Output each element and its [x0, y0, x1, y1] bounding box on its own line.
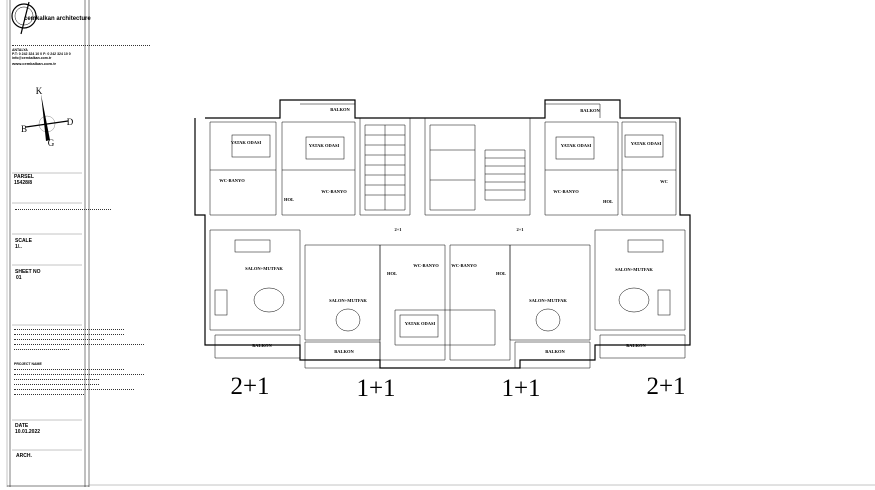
sheet-value: 01: [16, 275, 22, 281]
dotted-line: [14, 369, 124, 371]
room-label: YATAK ODASI: [561, 143, 592, 148]
compass-north-label: K: [36, 86, 43, 96]
scale-value: 1/..: [15, 244, 22, 250]
compass-south-label: G: [48, 138, 55, 148]
room-label: SALON+MUTFAK: [245, 266, 283, 271]
room-label: HOL: [496, 271, 506, 276]
compass-west-label: B: [21, 124, 27, 134]
building-walls: [194, 99, 691, 369]
room-label: BALKON: [545, 349, 565, 354]
sheet-label: SHEET NO: [15, 269, 41, 275]
compass-east-label: D: [67, 117, 74, 127]
room-label: YATAK ODASI: [631, 141, 662, 146]
room-label: HOL: [387, 271, 397, 276]
room-label: WC-BANYO: [553, 189, 579, 194]
dotted-line: [15, 209, 111, 211]
firm-name: cemkalkan architecture: [24, 16, 91, 22]
dotted-line: [14, 344, 144, 346]
room-label: HOL: [603, 199, 613, 204]
room-label: WC-BANYO: [321, 189, 347, 194]
dotted-line: [14, 339, 104, 341]
room-label: WC-BANYO: [413, 263, 439, 268]
dotted-line: [14, 334, 124, 336]
room-label: BALKON: [330, 107, 350, 112]
room-label: YATAK ODASI: [309, 143, 340, 148]
room-label: HOL: [284, 197, 294, 202]
room-label: WC-BANYO: [451, 263, 477, 268]
unit-type-label: 2+1: [646, 373, 685, 400]
contact-line: ANTALYA: [12, 48, 28, 52]
room-label: WC: [660, 179, 668, 184]
unit-type-label: 2+1: [230, 373, 269, 400]
parcel-value: 15428/8: [14, 180, 33, 186]
contact-line: info@cemkalkan.com.tr: [12, 56, 52, 60]
room-label: SALON+MUTFAK: [615, 267, 653, 272]
parcel-label: PARSEL: [14, 174, 34, 180]
room-label: BALKON: [334, 349, 354, 354]
dotted-line: [14, 374, 144, 376]
room-label: SALON+MUTFAK: [529, 298, 567, 303]
dotted-line: [14, 389, 134, 391]
room-label: BALKON: [580, 108, 600, 113]
dotted-line: [14, 384, 99, 386]
dotted-line: [14, 394, 84, 396]
website: www.cemkalkan.com.tr: [12, 61, 57, 66]
room-label: SALON+MUTFAK: [329, 298, 367, 303]
stair-tag: 2+1: [394, 227, 402, 232]
firm-logo: [11, 1, 37, 35]
project-label: PROJECT NAME: [14, 362, 42, 366]
room-label: YATAK ODASI: [405, 321, 436, 326]
contact-line: P.T: 0 242 324 10 0 F: 0 242 324 10 0: [12, 52, 71, 56]
room-label: BALKON: [626, 343, 646, 348]
dotted-line: [14, 329, 124, 331]
title-block-frame: [6, 0, 875, 487]
dotted-line: [14, 379, 99, 381]
room-label: BALKON: [252, 343, 272, 348]
north-compass-icon: [25, 94, 69, 141]
date-label: DATE: [15, 423, 29, 429]
unit-type-label: 1+1: [501, 375, 540, 402]
address-line: [12, 45, 150, 47]
room-label: WC-BANYO: [219, 178, 245, 183]
date-value: 10.01.2022: [15, 429, 41, 435]
room-label: YATAK ODASI: [231, 140, 262, 145]
scale-label: SCALE: [15, 238, 32, 244]
stair-tag: 2+1: [516, 227, 524, 232]
arch-label: ARCH.: [16, 453, 32, 459]
dotted-line: [14, 349, 69, 351]
unit-type-label: 1+1: [356, 375, 395, 402]
